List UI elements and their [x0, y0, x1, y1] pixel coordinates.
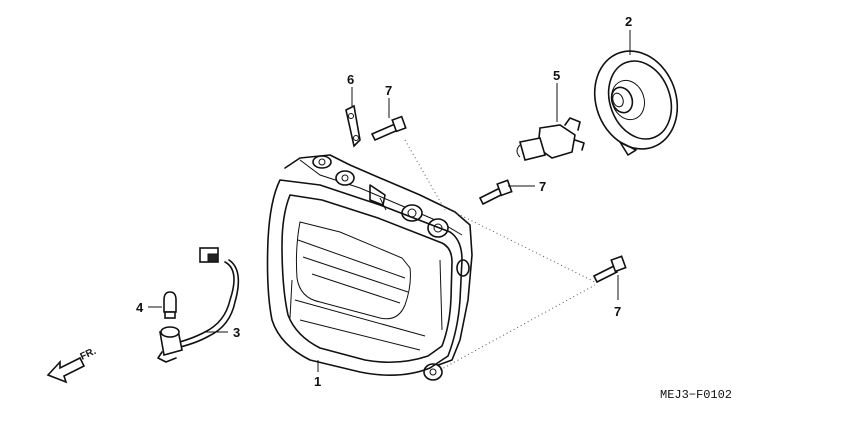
headlight-assembly: [266, 154, 473, 381]
socket-wire-harness: [157, 247, 240, 363]
stay-bracket: [345, 104, 361, 148]
callout-3: 3: [233, 325, 240, 340]
callout-7-top: 7: [385, 83, 392, 98]
diagram-code: MEJ3−F0102: [660, 388, 732, 402]
callout-7-middle: 7: [539, 179, 546, 194]
dust-cover: [593, 50, 679, 156]
callout-1: 1: [314, 374, 321, 389]
front-direction-label: FR.: [79, 346, 98, 363]
upper-mount-tabs: [312, 155, 449, 238]
position-bulb: [163, 291, 177, 319]
front-direction-arrow: FR.: [46, 346, 98, 384]
callout-6: 6: [347, 72, 354, 87]
bolt-top: [370, 115, 407, 142]
bolt-middle: [478, 179, 513, 206]
headlight-bulb: [516, 117, 585, 161]
callout-2: 2: [625, 14, 632, 29]
callout-4: 4: [136, 300, 144, 315]
callout-7-lower: 7: [614, 304, 621, 319]
bolt-lower: [592, 255, 627, 284]
callout-5: 5: [553, 68, 560, 83]
